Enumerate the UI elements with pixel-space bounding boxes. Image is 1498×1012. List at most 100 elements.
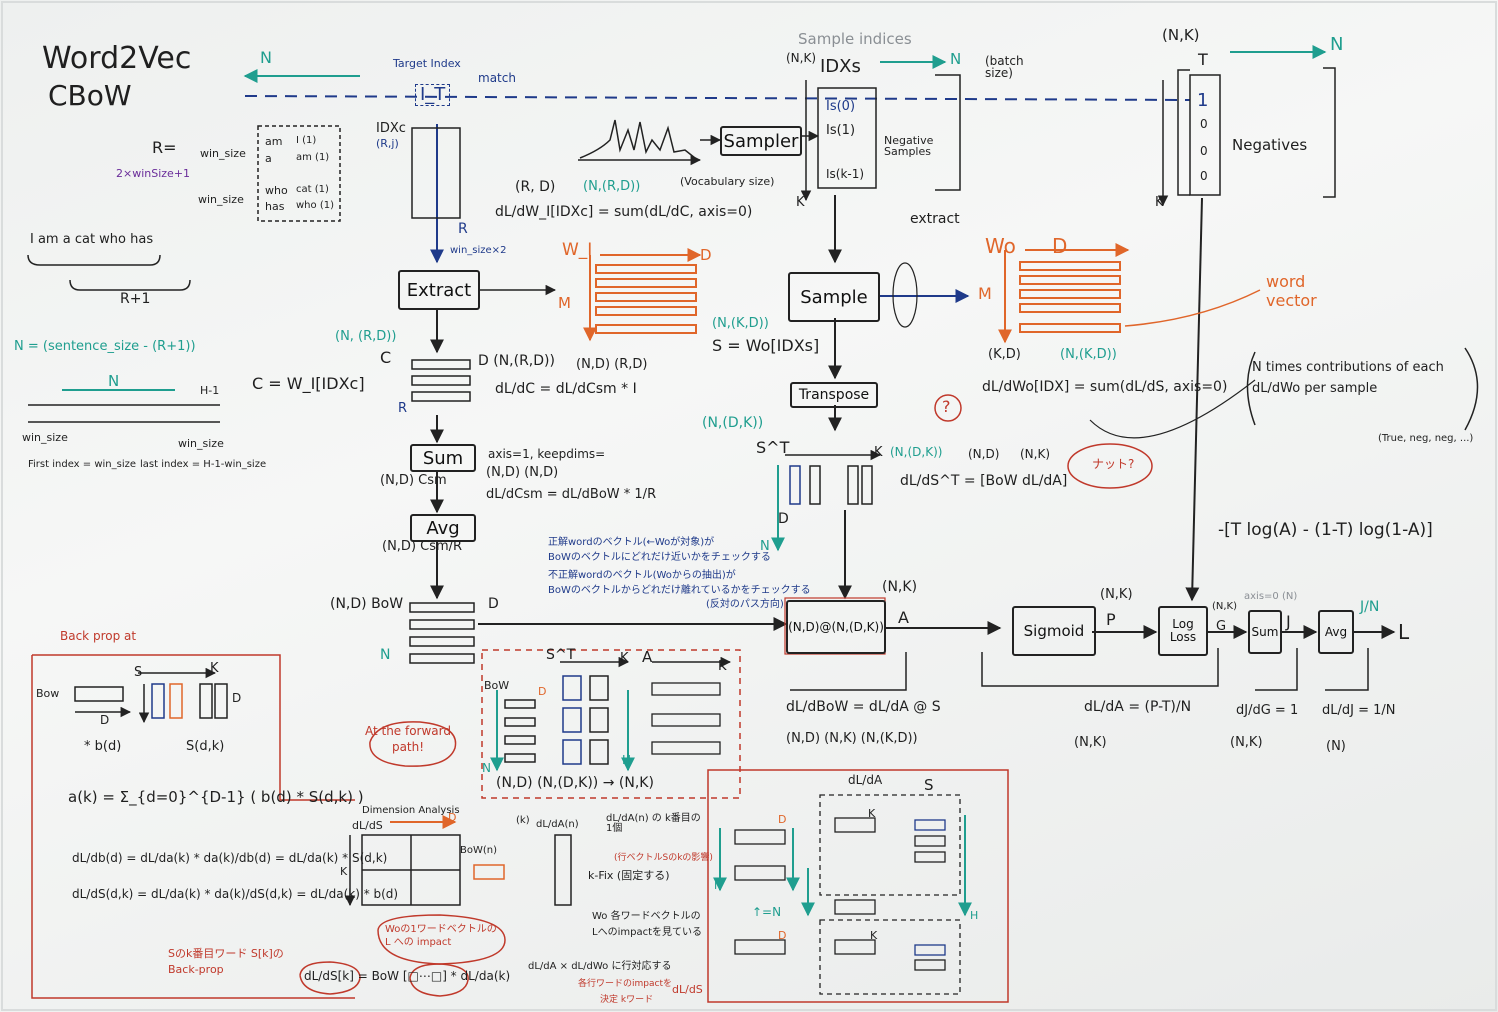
bp-s-matrix [151, 683, 228, 719]
rb-d-label: D [778, 813, 787, 826]
transpose-box[interactable]: Transpose [790, 382, 878, 408]
word-vector-label: word vector [1266, 272, 1317, 311]
loss-avg-box[interactable]: Avg [1318, 610, 1354, 654]
sample-ellipse [892, 262, 918, 328]
bp-k-label: K [210, 661, 219, 676]
t-to-logloss-arrow [1185, 197, 1203, 602]
bp-ak-formula: a(k) = Σ_{d=0}^{D-1} ( b(d) * S(d,k) ) [68, 788, 364, 806]
bow-label: (N,D) BoW [330, 596, 404, 612]
logloss-box[interactable]: Log Loss [1158, 606, 1208, 656]
loss-sum-box[interactable]: Sum [1248, 610, 1282, 654]
dldj-formula: dL/dJ = 1/N [1322, 703, 1396, 718]
dim-jp2: Wo 各ワードベクトルの [592, 911, 701, 922]
bow-d-label: D [488, 596, 499, 612]
negatives-left-bracket [1177, 69, 1190, 196]
d-nrd-label: D (N,(R,D)) [478, 353, 555, 369]
word-cell: has [265, 200, 285, 213]
jp-note-line: BoWのベクトルにどれだけ近いかをチェックする [548, 552, 771, 563]
bp-bow-vector [74, 686, 124, 702]
bp-sdk-label: S(d,k) [186, 739, 225, 754]
st-k-label: K [874, 445, 883, 460]
word-vector-pointer [1124, 289, 1261, 327]
dldwo-formula: dL/dWo[IDX] = sum(dL/dS, axis=0) [982, 379, 1228, 395]
neg-one-label: 1 [1197, 90, 1209, 111]
bp-sk-note2: Back-prop [168, 963, 224, 976]
sample-box[interactable]: Sample [788, 272, 880, 322]
l-label: L [1398, 620, 1410, 644]
neg-zero: 0 [1200, 169, 1208, 183]
sampler-box[interactable]: Sampler [720, 126, 802, 156]
nd-nd-label: (N,D) (N,D) [486, 465, 559, 480]
ntimes-pointer [1089, 379, 1256, 439]
neg-t-label: T [1198, 50, 1208, 69]
h1-label: H-1 [200, 384, 220, 397]
j-n-label: J/N [1360, 599, 1380, 615]
wo-impact-bubble [377, 914, 506, 965]
neg-n-label: N [1330, 34, 1344, 55]
dim-analysis-grid [361, 834, 572, 906]
st-ndk2-label: (N,(D,K)) [890, 445, 943, 459]
dldc-formula: dL/dC = dL/dCsm * I [495, 381, 637, 397]
center-h-label: H [622, 753, 632, 767]
dim-dlda-note: dL/dA(n) の k番目の1個 [606, 813, 701, 834]
a-label: A [898, 608, 909, 627]
is-column [817, 87, 877, 189]
j-label: J [1286, 612, 1291, 631]
c-label: C [380, 348, 392, 367]
match-label: match [478, 71, 516, 85]
bp-dldsk-formula: dL/dS[k] = BoW [□⋯□] * dL/da(k) [304, 969, 511, 983]
dim-wo-note: Woの1ワードベクトルの L への impact [385, 924, 497, 948]
bow-n-label: N [380, 647, 391, 663]
word-cell: cat (1) [296, 184, 329, 195]
last-index-label: last index = H-1-win_size [140, 459, 267, 470]
dlda-bubble [409, 963, 469, 997]
is0-label: Is(0) [826, 99, 856, 114]
right-matrices [734, 817, 946, 971]
avg-box[interactable]: Avg [410, 514, 476, 542]
ntimes-note: N times contributions of each dL/dWo per… [1252, 360, 1444, 396]
idxs-bracket [935, 74, 961, 191]
dim-dlds2-label: dL/dS [672, 983, 703, 996]
bp-s-label: S [134, 665, 143, 680]
rb-s-label: S [924, 776, 934, 794]
negatives-right-bracket [1323, 67, 1336, 198]
matmul-box[interactable]: (N,D)@(N,(D,K)) [786, 600, 886, 654]
word-cell: am (1) [296, 152, 330, 163]
axis0-label: axis=0 (N) [1244, 591, 1298, 602]
title-cbow: CBoW [48, 79, 132, 112]
negative-samples-label: Negative Samples [884, 134, 934, 158]
center-d-label: D [538, 685, 547, 698]
batch-size-label: (batch size) [985, 54, 1024, 80]
transpose-ndk-label: (N,(D,K)) [702, 415, 764, 431]
center-a-label: A [642, 648, 653, 666]
djdg-dim: (N,K) [1230, 735, 1263, 750]
dldj-dim: (N) [1326, 739, 1346, 754]
neg-k-label: K [1155, 195, 1164, 210]
c-r-label: R [398, 401, 408, 416]
sample-indices-label: Sample indices [798, 30, 912, 48]
forward-path-box [481, 649, 741, 799]
sum-box[interactable]: Sum [410, 444, 476, 472]
center-st-label: S^T [546, 647, 576, 663]
st-nd-label: (N,D) [968, 447, 1000, 461]
dim-d-label: D [448, 811, 457, 824]
title-word2vec: Word2Vec [42, 41, 192, 76]
dim-jp1: (行ベクトルSのkの影響) [614, 853, 713, 863]
jp-note-line: BoWのベクトルからどれだけ離れているかをチェックする [548, 585, 811, 596]
question-bubble [934, 394, 962, 422]
jp-note-line: 不正解wordのベクトル(Woからの抽出)が [548, 570, 736, 581]
sigmoid-box[interactable]: Sigmoid [1012, 606, 1096, 656]
word-cell: am [265, 135, 283, 148]
neg-zero: 0 [1200, 144, 1208, 158]
center-bow-stack [504, 699, 536, 763]
dldcsm-formula: dL/dCsm = dL/dBoW * 1/R [486, 487, 657, 502]
win-size-top-label: win_size [200, 147, 246, 160]
rb-dlda-label: dL/dA [848, 773, 883, 787]
extract-box[interactable]: Extract [398, 270, 480, 310]
win-size-left-label: win_size [22, 431, 68, 444]
bp-bd-label: * b(d) [84, 739, 122, 754]
nrd-c-label: (N, (R,D)) [335, 329, 397, 344]
p-label: P [1106, 610, 1116, 629]
first-index-label: First index = win_size [28, 459, 137, 470]
dim-bow-n-label: BoW(n) [460, 845, 498, 856]
